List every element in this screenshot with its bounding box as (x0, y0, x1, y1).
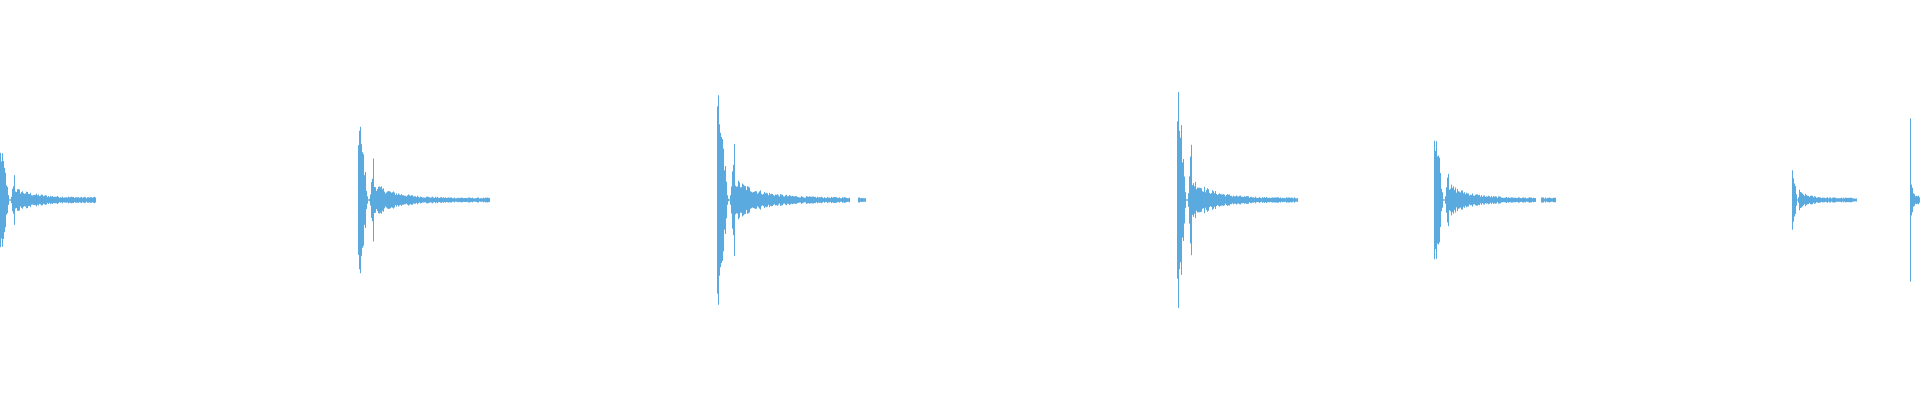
waveform-path (0, 92, 1920, 308)
waveform-bars (0, 92, 1920, 308)
